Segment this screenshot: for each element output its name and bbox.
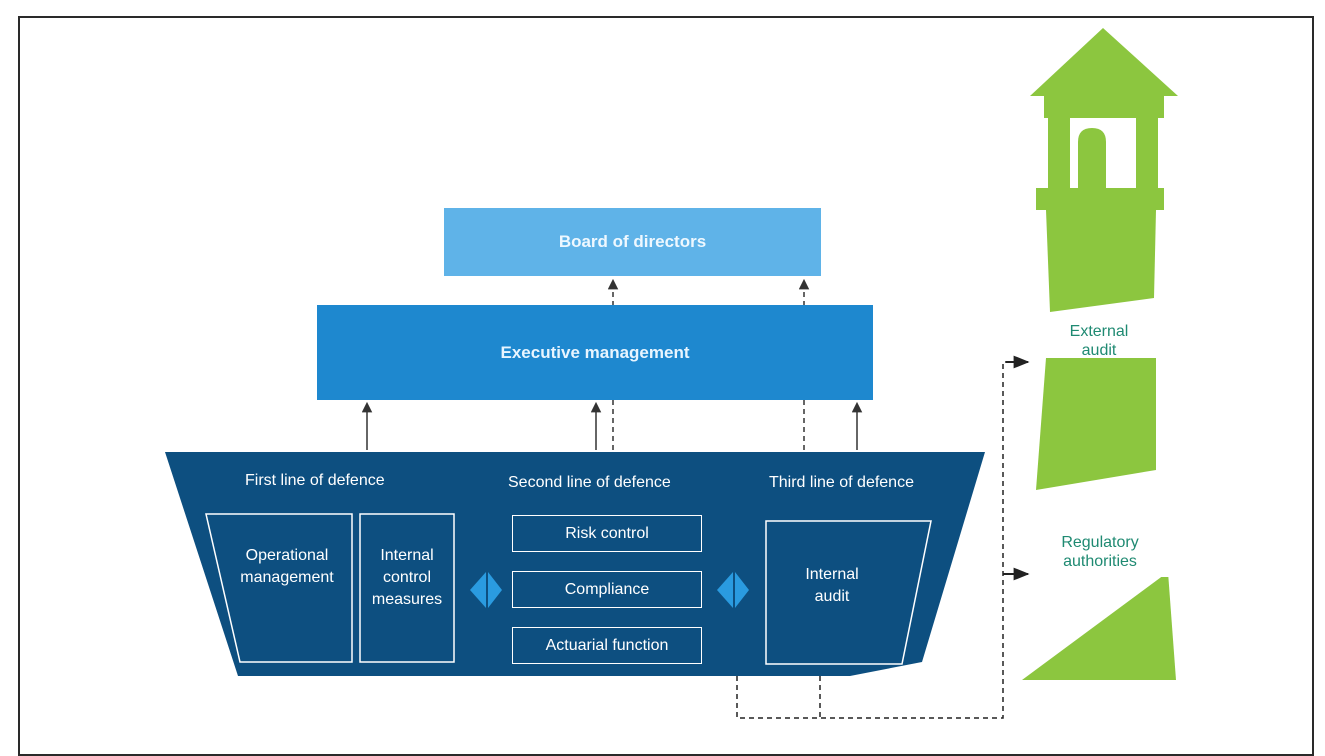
compliance-box: Compliance — [512, 571, 702, 608]
actuarial-function-box: Actuarial function — [512, 627, 702, 664]
internal-audit-box — [765, 520, 932, 665]
executive-management-box: Executive management — [317, 305, 873, 400]
executive-label: Executive management — [500, 342, 690, 362]
board-label: Board of directors — [558, 232, 707, 251]
third-line-heading: Third line of defence — [769, 474, 914, 491]
board-of-directors-box: Board of directors — [444, 208, 821, 276]
internal-control-box — [359, 513, 455, 663]
internal-control-text: Internal control measures — [371, 547, 443, 608]
diamond-connector-left — [470, 572, 502, 608]
second-line-heading: Second line of defence — [508, 474, 671, 491]
dashed-link-external — [736, 361, 1026, 719]
regulatory-authorities-label: Regulatory authorities — [1061, 534, 1139, 570]
diamond-connector-right — [717, 572, 749, 608]
internal-audit-text: Internal audit — [805, 566, 859, 605]
operational-management-text: Operational management — [240, 547, 334, 586]
risk-control-box: Risk control — [512, 515, 702, 552]
ship-hull — [165, 452, 985, 676]
operational-box — [205, 513, 353, 663]
external-audit-label: External audit — [1069, 323, 1129, 359]
first-line-heading: First line of defence — [245, 472, 385, 489]
